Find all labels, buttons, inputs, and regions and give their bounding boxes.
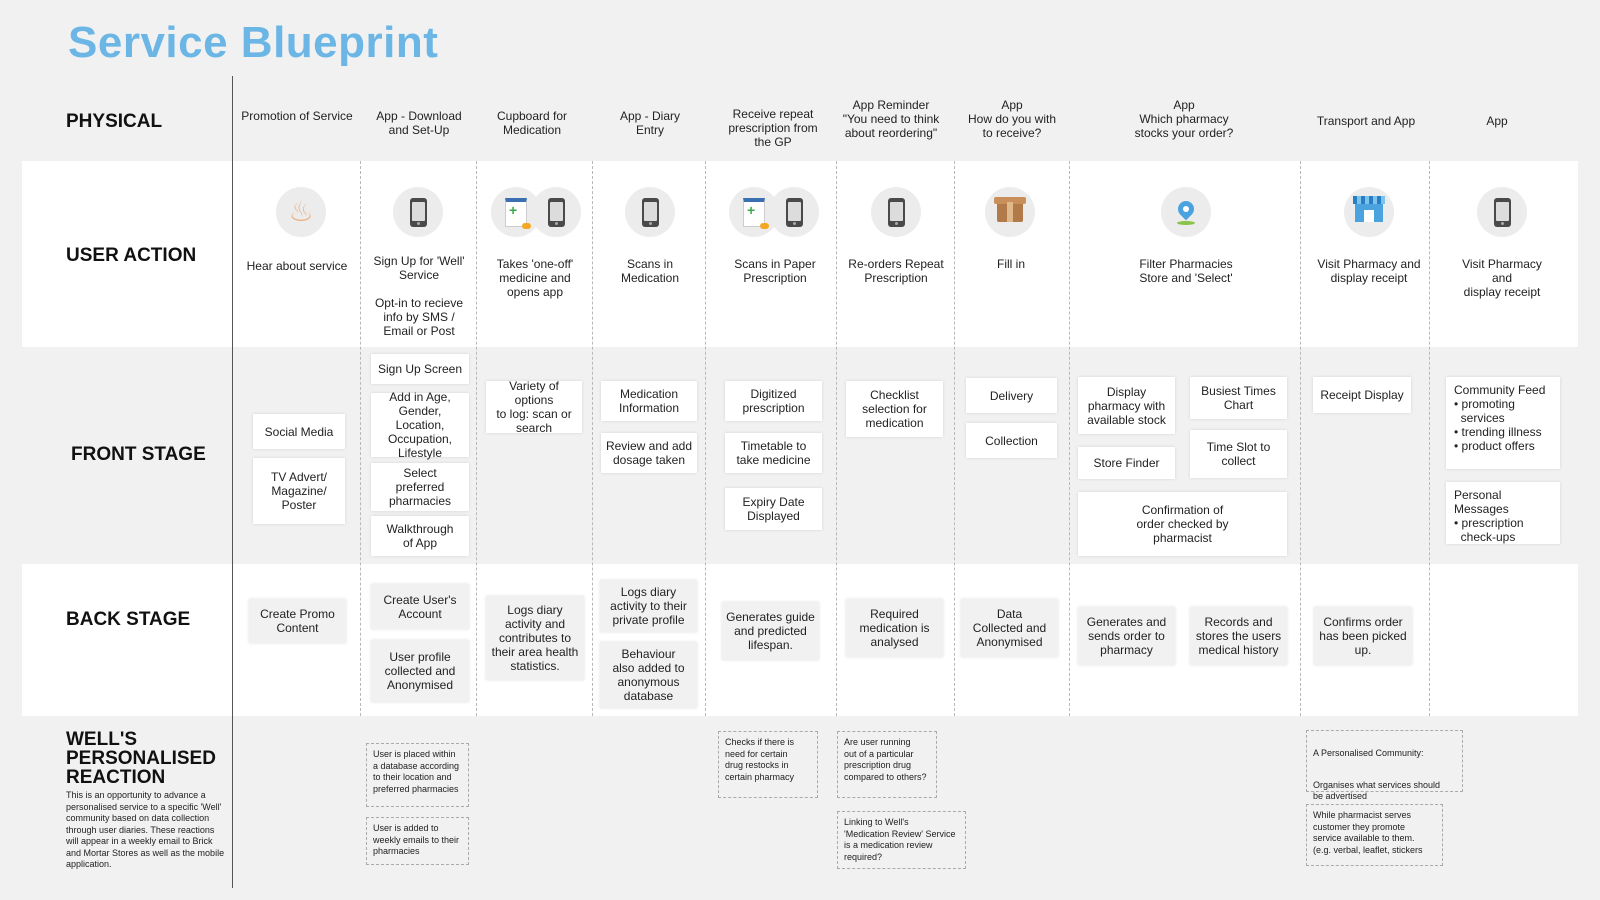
user-action-text: Sign Up for 'Well' Service Opt-in to rec… bbox=[373, 254, 465, 338]
back-stage-card: Required medication is analysed bbox=[846, 599, 943, 657]
physical-header: Promotion of Service bbox=[241, 109, 353, 123]
user-action-text: Fill in bbox=[996, 257, 1026, 271]
user-action-text: Visit Pharmacy and display receipt bbox=[1462, 257, 1542, 299]
reaction-note-title: A Personalised Community: bbox=[1313, 747, 1424, 758]
phone-icon bbox=[769, 187, 819, 237]
front-stage-card: Add in Age, Gender, Location, Occupation… bbox=[371, 390, 469, 460]
phone-icon bbox=[871, 187, 921, 237]
front-stage-card: Digitized prescription bbox=[725, 381, 822, 421]
community-feed-title: Community Feed bbox=[1454, 383, 1546, 397]
row-label-reaction: WELL'S PERSONALISED REACTION bbox=[66, 729, 216, 788]
physical-header: App - Download and Set-Up bbox=[376, 109, 462, 137]
front-stage-card: Display pharmacy with available stock bbox=[1078, 377, 1175, 434]
phone-icon bbox=[1477, 187, 1527, 237]
back-stage-card: Data Collected and Anonymised bbox=[961, 599, 1058, 657]
reaction-note: Checks if there is need for certain drug… bbox=[718, 731, 818, 798]
reaction-note: Linking to Well's 'Medication Review' Se… bbox=[837, 811, 966, 869]
back-stage-card: Behaviour also added to anonymous databa… bbox=[600, 642, 697, 708]
user-action-text: Re-orders Repeat Prescription bbox=[848, 257, 944, 285]
physical-header: App How do you with to receive? bbox=[967, 98, 1057, 140]
front-stage-card: Receipt Display bbox=[1313, 377, 1411, 413]
community-feed-card: Community Feed • promoting services • tr… bbox=[1446, 377, 1560, 469]
back-stage-card: Confirms order has been picked up. bbox=[1314, 607, 1412, 665]
back-stage-card: Generates and sends order to pharmacy bbox=[1078, 607, 1175, 665]
user-action-text: Hear about service bbox=[246, 259, 348, 273]
page-title: Service Blueprint bbox=[68, 18, 439, 67]
reaction-note: While pharmacist serves customer they pr… bbox=[1306, 804, 1443, 866]
front-stage-card: Walkthrough of App bbox=[371, 516, 469, 556]
personal-messages-title: Personal Messages bbox=[1454, 488, 1509, 516]
feed-item: • trending illness bbox=[1454, 425, 1542, 439]
reaction-note: User is added to weekly emails to their … bbox=[366, 817, 469, 865]
front-stage-card: Delivery bbox=[966, 378, 1057, 413]
feed-item: • product offers bbox=[1454, 439, 1535, 453]
front-stage-card: Collection bbox=[966, 423, 1057, 458]
user-action-text: Takes 'one-off' medicine and opens app bbox=[496, 257, 574, 299]
reaction-note: A Personalised Community: Organises what… bbox=[1306, 730, 1463, 801]
physical-header: Receive repeat prescription from the GP bbox=[728, 107, 818, 149]
physical-header: App bbox=[1486, 114, 1508, 128]
front-stage-card: Review and add dosage taken bbox=[601, 433, 697, 473]
back-stage-card: Records and stores the users medical his… bbox=[1190, 607, 1287, 665]
back-stage-card: Logs diary activity and contributes to t… bbox=[486, 596, 584, 680]
front-stage-card: Expiry Date Displayed bbox=[725, 488, 822, 530]
user-action-text: Scans in Medication bbox=[620, 257, 680, 285]
location-pin-icon bbox=[1161, 187, 1211, 237]
back-stage-card: User profile collected and Anonymised bbox=[371, 640, 469, 702]
ear-icon: ♨ bbox=[276, 187, 326, 237]
physical-header: App - Diary Entry bbox=[619, 109, 681, 137]
front-stage-card: Checklist selection for medication bbox=[846, 381, 943, 437]
front-stage-card: Timetable to take medicine bbox=[725, 433, 822, 473]
reaction-note-body: Organises what services should be advert… bbox=[1313, 779, 1441, 802]
phone-icon bbox=[393, 187, 443, 237]
personal-messages-card: Personal Messages • prescription check-u… bbox=[1446, 482, 1560, 544]
front-stage-card: Confirmation of order checked by pharmac… bbox=[1078, 492, 1287, 556]
back-stage-card: Logs diary activity to their private pro… bbox=[600, 580, 697, 632]
back-stage-card: Create User's Account bbox=[371, 584, 469, 629]
feed-item: • promoting services bbox=[1454, 397, 1515, 425]
back-stage-card: Create Promo Content bbox=[249, 599, 346, 643]
front-stage-card: Sign Up Screen bbox=[371, 354, 469, 384]
row-label-physical: PHYSICAL bbox=[66, 111, 163, 132]
box-icon bbox=[985, 187, 1035, 237]
qr-phone-icon bbox=[625, 187, 675, 237]
row-label-front-stage: FRONT STAGE bbox=[71, 444, 206, 465]
physical-header: App Which pharmacy stocks your order? bbox=[1134, 98, 1234, 140]
physical-header: Transport and App bbox=[1316, 114, 1416, 128]
physical-header: Cupboard for Medication bbox=[496, 109, 568, 137]
back-stage-card: Generates guide and predicted lifespan. bbox=[722, 602, 819, 660]
front-stage-card: Medication Information bbox=[601, 381, 697, 421]
front-stage-card: Time Slot to collect bbox=[1190, 430, 1287, 478]
user-action-text: Filter Pharmacies Store and 'Select' bbox=[1139, 257, 1233, 285]
storefront-icon bbox=[1344, 187, 1394, 237]
row-label-divider bbox=[232, 76, 233, 888]
front-stage-card: Social Media bbox=[253, 414, 345, 449]
front-stage-card: Variety of options to log: scan or searc… bbox=[486, 379, 582, 435]
physical-header: App Reminder "You need to think about re… bbox=[842, 98, 940, 140]
row-label-back-stage: BACK STAGE bbox=[66, 609, 191, 630]
front-stage-card: Busiest Times Chart bbox=[1190, 377, 1287, 419]
reaction-description: This is an opportunity to advance a pers… bbox=[66, 790, 225, 869]
row-label-user-action: USER ACTION bbox=[66, 245, 197, 266]
reaction-note: User is placed within a database accordi… bbox=[366, 743, 469, 807]
message-item: • prescription check-ups bbox=[1454, 516, 1524, 544]
user-action-text: Scans in Paper Prescription bbox=[734, 257, 816, 285]
front-stage-card: Select preferred pharmacies bbox=[371, 463, 469, 511]
medicine-icon bbox=[491, 187, 541, 237]
phone-icon bbox=[531, 187, 581, 237]
front-stage-card: TV Advert/ Magazine/ Poster bbox=[253, 458, 345, 524]
front-stage-card: Store Finder bbox=[1078, 447, 1175, 479]
user-action-text: Visit Pharmacy and display receipt bbox=[1317, 257, 1421, 285]
reaction-note: Are user running out of a particular pre… bbox=[837, 731, 937, 798]
